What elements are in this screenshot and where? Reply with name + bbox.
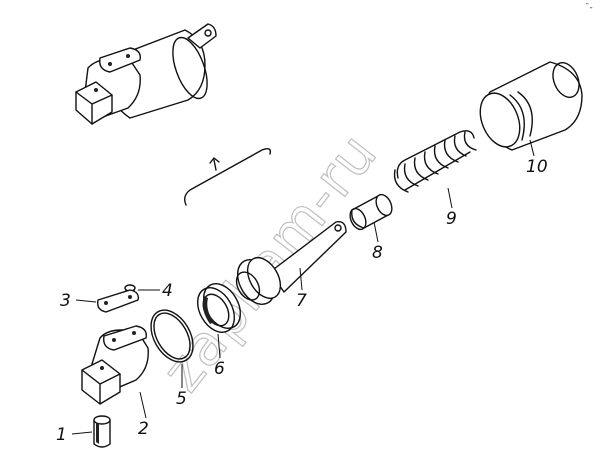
assembled-unit-illustration [75,23,217,125]
part-7-rod [235,221,347,305]
callout-label-1: 1 [56,425,67,445]
callout-label-10: 10 [526,157,548,177]
callout-label-2: 2 [138,419,149,439]
part-6-seal [196,283,242,333]
leader-3 [75,299,97,303]
callout-label-5: 5 [176,389,187,409]
leader-1 [71,431,93,435]
part-5-o-ring [150,309,194,363]
part-1-bush [93,415,111,448]
leader-7 [299,267,303,291]
leader-6 [217,333,221,359]
part-2-head-body [81,325,149,405]
callout-label-8: 8 [372,243,383,263]
leader-10 [529,139,535,157]
callout-label-4: 4 [162,281,173,301]
part-10-sleeve [479,61,583,151]
corner-mark: ¯- [585,3,593,13]
part-8-bushing [349,193,393,231]
part-9-spring [393,130,477,193]
leader-8 [373,221,379,243]
leader-9 [447,187,453,209]
assembly-direction-arrow [183,147,272,206]
callout-label-9: 9 [446,209,457,229]
callout-label-6: 6 [214,359,225,379]
leader-2 [139,391,147,419]
callout-label-3: 3 [60,291,71,311]
callout-label-7: 7 [296,291,307,311]
part-3-cover-plate [96,289,140,313]
